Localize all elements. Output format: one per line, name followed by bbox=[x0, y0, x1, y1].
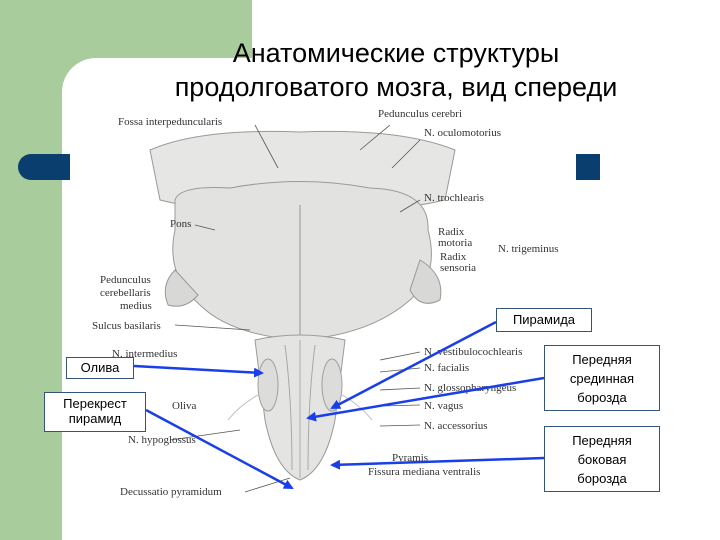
olive-right-shape bbox=[321, 358, 343, 412]
cerebellar-peduncle-right-shape bbox=[409, 259, 442, 304]
callout-sredinnaya-line-2: срединная bbox=[569, 371, 635, 386]
callout-piramida: Пирамида bbox=[496, 308, 592, 332]
callout-bokovaya-line-2: боковая bbox=[577, 452, 627, 467]
leader-lines bbox=[169, 124, 421, 493]
arrow-perednyaya-sredinnaya bbox=[306, 376, 545, 422]
label-n-glossopharyngeus: N. glossopharyngeus bbox=[424, 382, 517, 394]
title-line-1: Анатомические структуры bbox=[232, 38, 560, 68]
label-n-hypoglossus: N. hypoglossus bbox=[128, 434, 196, 446]
slide-title: Анатомические структуры продолговатого м… bbox=[96, 36, 696, 104]
label-fossa-interpeduncularis: Fossa interpeduncularis bbox=[118, 116, 223, 128]
callout-bokovaya-line-3: борозда bbox=[577, 471, 627, 486]
nerve-roots-left bbox=[227, 394, 259, 421]
pyramid-right-line bbox=[307, 344, 316, 471]
label-pedunculus-cerebellaris-3: medius bbox=[120, 300, 152, 312]
decorative-bar-left bbox=[18, 154, 70, 180]
label-n-oculomotorius: N. oculomotorius bbox=[424, 127, 501, 139]
label-decussatio-pyramidum: Decussatio pyramidum bbox=[120, 486, 222, 498]
callout-perednyaya-bokovaya-borozda: Передняя боковая борозда bbox=[544, 426, 660, 492]
label-radix-sensoria-2: sensoria bbox=[440, 262, 477, 274]
label-n-vagus: N. vagus bbox=[424, 400, 464, 412]
callout-perednyaya-sredinnaya-borozda: Передняя срединная борозда bbox=[544, 345, 660, 411]
title-line-2: продолговатого мозга, вид спереди bbox=[174, 72, 618, 102]
label-oliva: Oliva bbox=[172, 400, 197, 412]
label-pons: Pons bbox=[170, 218, 192, 230]
callout-perekrest-piramid: Перекрест пирамид bbox=[44, 392, 146, 432]
callout-sredinnaya-line-3: борозда bbox=[577, 390, 627, 405]
label-pedunculus-cerebri: Pedunculus cerebri bbox=[378, 108, 462, 120]
label-n-trochlearis: N. trochlearis bbox=[424, 192, 484, 204]
label-n-accessorius: N. accessorius bbox=[424, 420, 488, 432]
label-radix-motoria-2: motoria bbox=[438, 237, 473, 249]
green-background-left bbox=[0, 0, 62, 540]
label-radix-motoria-1: Radix bbox=[438, 226, 465, 238]
label-sulcus-basilaris: Sulcus basilaris bbox=[92, 320, 161, 332]
label-fissura-mediana-ventralis: Fissura mediana ventralis bbox=[368, 466, 481, 478]
label-pedunculus-cerebellaris-2: cerebellaris bbox=[100, 287, 151, 299]
label-n-vestibulocochlearis: N. vestibulocochlearis bbox=[424, 346, 523, 358]
decorative-bar-right bbox=[576, 154, 600, 180]
label-n-facialis: N. facialis bbox=[424, 362, 470, 374]
label-pedunculus-cerebellaris-1: Pedunculus bbox=[100, 274, 151, 286]
callout-perekrest-line-2: пирамид bbox=[68, 411, 122, 426]
cerebellar-peduncle-left-shape bbox=[164, 269, 199, 307]
arrow-perekrest bbox=[145, 408, 294, 490]
arrow-oliva bbox=[133, 364, 264, 378]
callout-bokovaya-line-1: Передняя bbox=[572, 433, 632, 448]
pyramid-left-line bbox=[284, 344, 293, 471]
arrow-piramida bbox=[330, 320, 497, 410]
callout-oliva: Олива bbox=[66, 357, 134, 379]
nerve-roots-right bbox=[341, 394, 373, 421]
arrow-perednyaya-bokovaya bbox=[330, 456, 545, 470]
callout-perekrest-line-1: Перекрест bbox=[63, 396, 127, 411]
callout-sredinnaya-line-1: Передняя bbox=[572, 352, 632, 367]
label-radix-sensoria-1: Radix bbox=[440, 251, 467, 263]
label-n-trigeminus: N. trigeminus bbox=[498, 243, 559, 255]
